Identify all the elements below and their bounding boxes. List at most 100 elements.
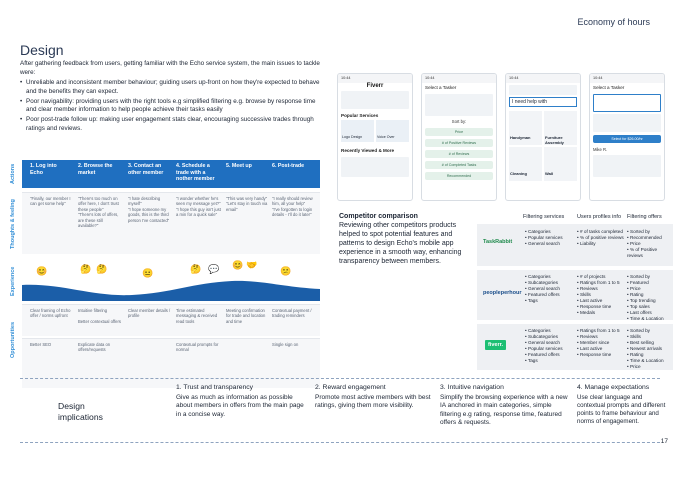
filter-item: Categories	[525, 229, 573, 235]
phone-taskrabbit-sort: 10:44 Select a Tasker Sort by: Price # o…	[421, 73, 497, 201]
filter-item: General search	[525, 241, 573, 247]
offer-item: Top sales	[627, 304, 673, 310]
sort-option[interactable]: Price	[425, 128, 493, 136]
stage-label: 2. Browse the market	[78, 163, 113, 176]
column-header: Filtering services	[523, 214, 565, 220]
phone-screens: 10:44 Fiverr Popular Services Logo Desig…	[337, 73, 667, 201]
status-time: 10:44	[422, 74, 496, 83]
header-title: Economy of hours	[577, 17, 650, 27]
implication-navigation: 3. Intuitive navigation Simplify the bro…	[440, 384, 570, 428]
screen-title: Select a Tasker	[593, 85, 625, 90]
thought-cell: "There's too much on offer here, I don't…	[78, 196, 119, 229]
category-tile[interactable]: Wall	[544, 147, 577, 181]
category-tile[interactable]: Cleaning	[509, 147, 542, 181]
filter-item: Categories	[525, 274, 573, 280]
stage-label: 1. Log into Echo	[30, 163, 57, 176]
opportunity-cell: Explicate data on offers/requests	[78, 342, 111, 353]
peopleperhour-logo: peopleperhour	[483, 290, 522, 296]
column-header: Filtering offers	[627, 214, 662, 220]
profile-item: Ratings from 1 to 5	[577, 280, 625, 286]
profile-item: % of positive reviews	[577, 235, 625, 241]
profile-list: Ratings from 1 to 5 Reviews Member since…	[577, 328, 625, 358]
service-cards: Logo Design Voice Over	[338, 120, 412, 142]
offer-item: Best selling	[627, 340, 673, 346]
row-label-actions: Actions	[10, 163, 16, 185]
implication-body: Use clear language and contextual prompt…	[577, 393, 666, 426]
service-card[interactable]: Logo Design	[341, 120, 374, 142]
stage-label: 3. Contact an other member	[128, 163, 164, 176]
offer-item: Last offers	[627, 310, 673, 316]
phone-taskrabbit-select: 10:44 Select a Tasker Select for $26.00/…	[589, 73, 665, 201]
phone-taskrabbit-help: 10:44 I need help with Handyman Furnitur…	[505, 73, 581, 201]
filter-item: Subcategories	[525, 280, 573, 286]
intro-bullet: Unreliable and inconsistent member behav…	[20, 79, 320, 96]
stage-header	[22, 160, 320, 188]
implication-body: Give as much as information as possible …	[176, 393, 304, 418]
intro-bullet: Poor navigability: providing users with …	[20, 98, 320, 115]
comparison-table: Filtering services Users profiles info F…	[477, 210, 673, 380]
profile-list: # of projects Ratings from 1 to 5 Review…	[577, 274, 625, 316]
experience-cell: Time estimated messaging & received read…	[176, 308, 218, 324]
experience-cell: Clear framing of Echo offer / norms upfr…	[30, 308, 71, 319]
stage-label: 5. Meet up	[226, 163, 252, 169]
section-title: Design	[20, 42, 64, 58]
implication-body: Promote most active members with best ra…	[315, 393, 431, 410]
speech-bubble-icon: 💬	[208, 264, 220, 274]
category-tile[interactable]: Furniture Assembly	[544, 111, 577, 145]
comparison-description: Reviewing other competitors products hel…	[339, 222, 462, 265]
offer-item: Time & Location	[627, 316, 673, 322]
filter-item: Categories	[525, 328, 573, 334]
profile-item: Last active	[577, 298, 625, 304]
sort-option[interactable]: # of Reviews	[425, 150, 493, 158]
implication-trust: 1. Trust and transparency Give as much a…	[176, 384, 306, 419]
section-divider	[20, 442, 660, 443]
search-bar[interactable]	[509, 85, 577, 95]
opportunity-cell: Contextual prompts for normal	[176, 342, 219, 353]
profile-list: # of tasks completed % of positive revie…	[577, 229, 625, 247]
confused-face-icon: 🤔	[80, 264, 92, 274]
sort-option[interactable]: # of Positive Reviews	[425, 139, 493, 147]
sort-option[interactable]: # of Completed Tasks	[425, 161, 493, 169]
neutral-face-icon: 😐	[142, 268, 154, 278]
offer-item: Price	[627, 286, 673, 292]
offer-item: % of Positive reviews	[627, 247, 673, 259]
sort-option[interactable]: Recommended	[425, 172, 493, 180]
row-label-opportunities: Opportunities	[10, 321, 16, 359]
service-card[interactable]: Voice Over	[376, 120, 409, 142]
member-name: Mike R.	[593, 147, 608, 152]
experience-cell: Meeting confirmation for trade and locat…	[226, 308, 266, 324]
profile-item: Response time	[577, 304, 625, 310]
opportunity-cell: Better SEO	[30, 342, 52, 347]
stage-label: 6. Post-trade	[272, 163, 305, 169]
select-tasker-button[interactable]: Select for $26.00/hr	[593, 135, 661, 143]
implications-title: Design implications	[58, 401, 103, 422]
offer-item: Featured	[627, 280, 673, 286]
profile-item: # of projects	[577, 274, 625, 280]
tasker-bio	[593, 114, 661, 132]
tasker-card	[425, 94, 493, 116]
implication-heading: 3. Intuitive navigation	[440, 384, 504, 391]
experience-row	[22, 304, 320, 336]
recent-card[interactable]	[341, 157, 409, 177]
member-card[interactable]	[593, 155, 661, 177]
experience-wave	[22, 280, 320, 301]
offers-heading: Sorted by	[627, 328, 673, 334]
category-tile[interactable]: Handyman	[509, 111, 542, 145]
offer-item: Top trending	[627, 298, 673, 304]
thinking-face-icon: 🤔	[190, 264, 202, 274]
filter-item: Tags	[525, 358, 573, 364]
profile-item: Response time	[577, 352, 625, 358]
offer-item: Rating	[627, 292, 673, 298]
offer-item: Recommended	[627, 235, 673, 241]
journey-map: Actions Thoughts & feeling Experience Op…	[10, 160, 320, 395]
offer-item: Rating	[627, 352, 673, 358]
intro-bullet: Poor post-trade follow up: making user e…	[20, 116, 320, 133]
filtering-list: Categories Popular services General sear…	[525, 229, 573, 247]
opportunities-row	[22, 338, 320, 388]
offer-item: Price	[627, 364, 673, 370]
implication-expectations: 4. Manage expectations Use clear languag…	[577, 384, 667, 426]
profile-item: Reviews	[577, 334, 625, 340]
profile-item: Liability	[577, 241, 625, 247]
thought-cell: "This was very handy" "Let's stay in tou…	[226, 196, 268, 212]
offers-list: Sorted by Featured Price Rating Top tren…	[627, 274, 673, 322]
